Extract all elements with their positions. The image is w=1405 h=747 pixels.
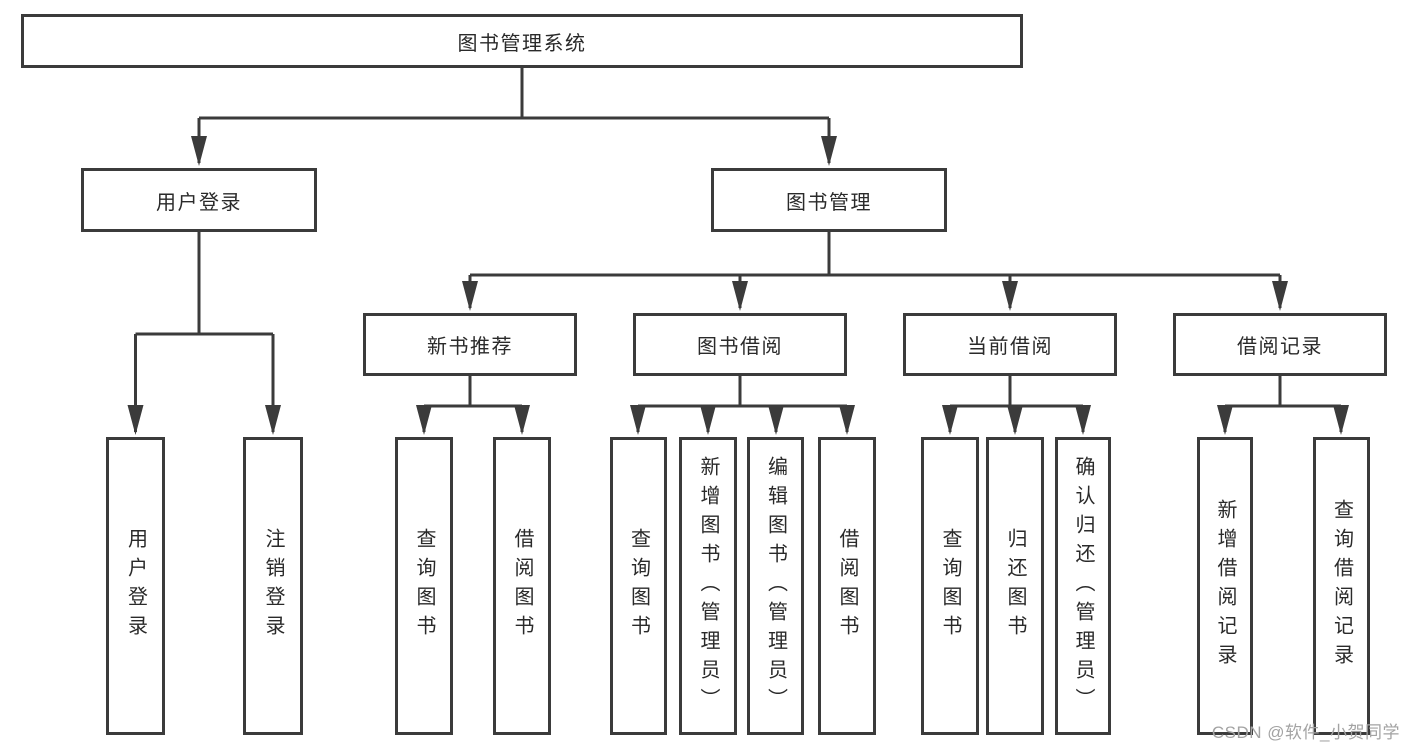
node-label: 用户登录 — [156, 191, 242, 214]
leaf-label: 查询借阅记录 — [1330, 499, 1353, 673]
connector-borrowing-records — [1217, 376, 1349, 435]
node-book-borrowing: 图书借阅 — [633, 313, 847, 376]
leaf-add-borrow-record: 新增借阅记录 — [1197, 437, 1253, 735]
connector-root — [191, 68, 837, 166]
node-label: 图书借阅 — [697, 336, 783, 358]
leaf-label: 查询图书 — [413, 528, 435, 644]
leaf-edit-books-admin: 编辑图书（管理员） — [747, 437, 804, 735]
leaf-label: 借阅图书 — [836, 528, 858, 644]
leaf-logout-login: 注销登录 — [243, 437, 303, 735]
leaf-label: 归还图书 — [1004, 528, 1026, 644]
node-book-management: 图书管理 — [711, 168, 947, 232]
leaf-label: 用户登录 — [124, 528, 147, 644]
node-new-book-recommend: 新书推荐 — [363, 313, 577, 376]
leaf-label: 新增图书（管理员） — [697, 455, 719, 717]
leaf-confirm-return-admin: 确认归还（管理员） — [1055, 437, 1111, 735]
leaf-label: 注销登录 — [262, 528, 284, 644]
node-label: 图书管理系统 — [457, 32, 587, 55]
leaf-query-books-borrowing: 查询图书 — [610, 437, 667, 735]
connector-book-borrowing — [630, 376, 855, 435]
leaf-borrow-books-recommend: 借阅图书 — [493, 437, 551, 735]
node-user-login: 用户登录 — [81, 168, 317, 232]
node-library-management-system: 图书管理系统 — [21, 14, 1023, 68]
node-borrowing-records: 借阅记录 — [1173, 313, 1387, 376]
connector-user-login — [127, 232, 281, 435]
leaf-borrow-books: 借阅图书 — [818, 437, 876, 735]
leaf-label: 编辑图书（管理员） — [764, 455, 787, 717]
connector-new-book-recommend — [416, 376, 530, 435]
leaf-add-books-admin: 新增图书（管理员） — [679, 437, 737, 735]
leaf-query-borrow-record: 查询借阅记录 — [1313, 437, 1370, 735]
leaf-query-books-recommend: 查询图书 — [395, 437, 453, 735]
leaf-label: 借阅图书 — [511, 528, 533, 644]
watermark: CSDN @软件_小贺同学 — [1211, 723, 1400, 742]
leaf-user-login: 用户登录 — [106, 437, 165, 735]
node-label: 当前借阅 — [967, 336, 1053, 358]
connector-book-management — [462, 232, 1288, 311]
leaf-label: 查询图书 — [627, 528, 650, 644]
leaf-return-books: 归还图书 — [986, 437, 1044, 735]
leaf-label: 查询图书 — [939, 528, 961, 644]
node-current-borrowing: 当前借阅 — [903, 313, 1117, 376]
connector-current-borrowing — [942, 376, 1091, 435]
leaf-query-books-current: 查询图书 — [921, 437, 979, 735]
node-label: 图书管理 — [786, 191, 872, 214]
node-label: 借阅记录 — [1237, 336, 1323, 358]
leaf-label: 确认归还（管理员） — [1072, 455, 1094, 717]
leaf-label: 新增借阅记录 — [1214, 499, 1236, 673]
node-label: 新书推荐 — [427, 336, 513, 358]
